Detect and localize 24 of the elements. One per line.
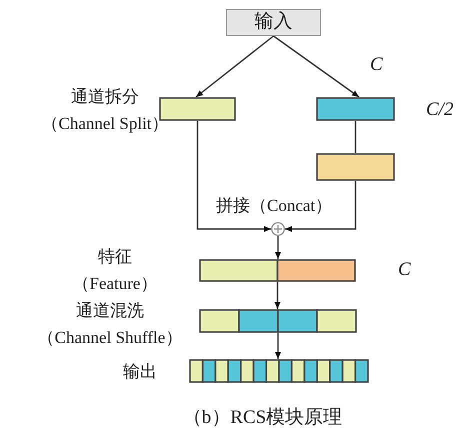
channel-bar: [159, 97, 236, 121]
arrow: [275, 236, 281, 259]
output-bar: [189, 359, 369, 383]
arrow: [285, 181, 356, 232]
shuffle-bar: [199, 309, 357, 333]
feature-bar: [199, 259, 356, 282]
bar-label: 输出: [122, 361, 158, 383]
operation-label: 拼接（Concat）: [216, 196, 332, 216]
bar-label: 通道拆分（Channel Split）: [40, 86, 170, 135]
concat-circle: [271, 222, 285, 236]
channel-bar: [316, 153, 395, 181]
arrow: [196, 121, 271, 232]
input-box: 输入: [226, 9, 321, 36]
channel-count: C: [398, 260, 411, 280]
bar-label: 通道混洗（Channel Shuffle）: [36, 300, 184, 349]
channel-count: C/2: [426, 100, 454, 120]
caption: （b）RCS模块原理: [182, 408, 344, 428]
arrow: [273, 35, 360, 98]
arrow: [196, 35, 274, 98]
channel-bar: [316, 97, 395, 121]
arrow: [275, 333, 281, 359]
bar-label: 特征（Feature）: [72, 246, 158, 295]
channel-count: C: [370, 55, 383, 75]
arrow: [274, 282, 280, 309]
